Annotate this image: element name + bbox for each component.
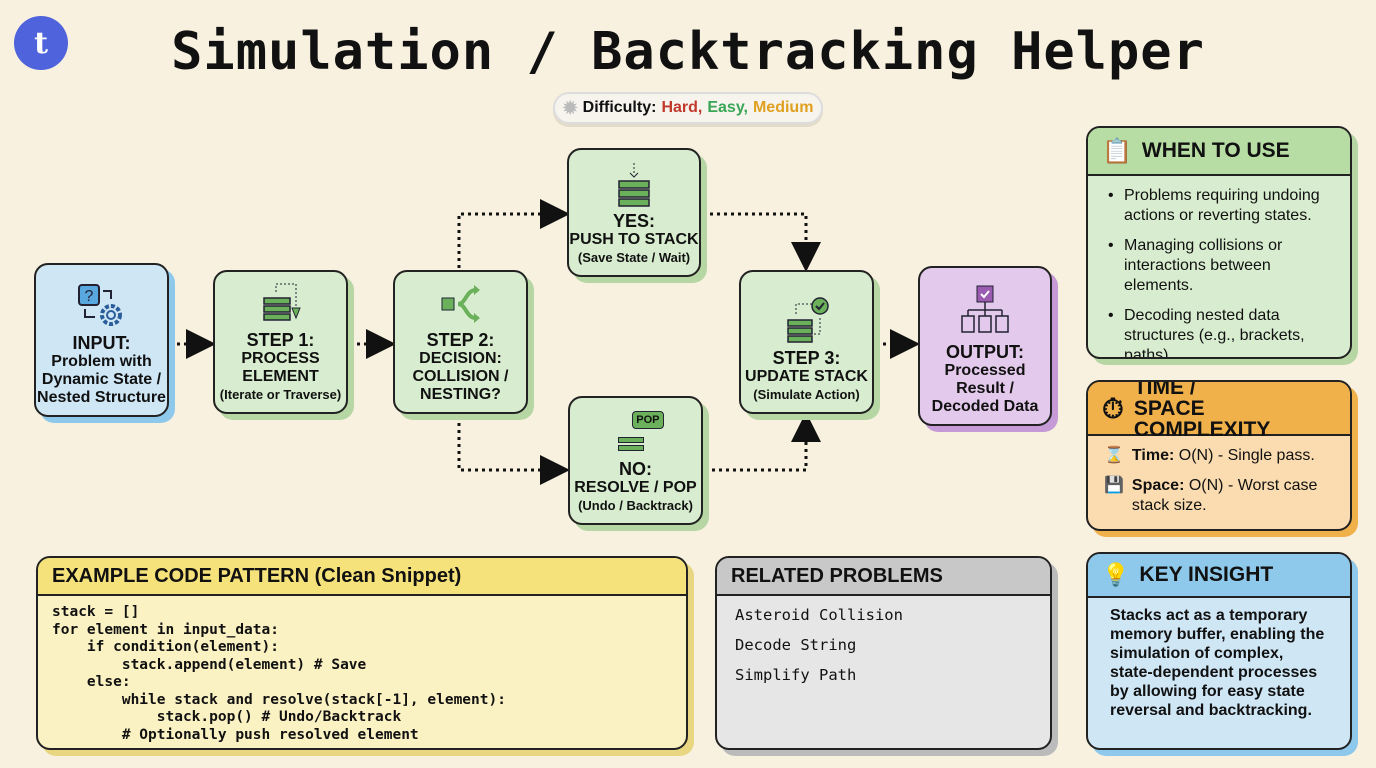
output-sub: Processed Result / Decoded Data (931, 362, 1039, 415)
memory-card-icon: 💾 (1104, 477, 1124, 494)
step2-sub: DECISION: COLLISION / NESTING? (412, 350, 509, 403)
node-input: ? INPUT: Problem with Dynamic State / Ne… (34, 263, 169, 417)
related-problem-link[interactable]: Decode String (735, 636, 857, 654)
step3-sub: UPDATE STACK (745, 368, 868, 385)
output-title: OUTPUT: (946, 342, 1024, 362)
arrow-no-step3 (705, 412, 821, 472)
hierarchy-check-icon (961, 285, 1009, 333)
node-step3: STEP 3: UPDATE STACK (Simulate Action) (739, 270, 874, 414)
insight-text: Stacks act as a temporary memory buffer,… (1110, 607, 1325, 719)
logo: t (14, 16, 68, 70)
when-title: WHEN TO USE (1141, 139, 1290, 162)
step3-title: STEP 3: (772, 348, 841, 368)
time-label: Time: (1131, 447, 1175, 464)
stack-process-icon (262, 283, 301, 321)
related-panel: RELATED PROBLEMS Asteroid Collision Deco… (715, 556, 1052, 750)
code-snippet: stack = [] for element in input_data: if… (52, 604, 506, 743)
question-gear-icon: ? (77, 284, 122, 326)
difficulty-hard: Hard, (661, 99, 703, 116)
difficulty-easy: Easy, (707, 99, 748, 116)
lightbulb-icon: 💡 (1102, 562, 1130, 587)
when-item: Problems requiring undoing actions or re… (1104, 186, 1334, 226)
when-to-use-panel: 📋 WHEN TO USE Problems requiring undoing… (1086, 126, 1352, 359)
no-note: (Undo / Backtrack) (578, 498, 693, 513)
arrow-step2-yes (457, 199, 570, 268)
yes-note: (Save State / Wait) (577, 250, 691, 265)
no-sub: RESOLVE / POP (574, 479, 697, 496)
step1-note: (Iterate or Traverse) (219, 387, 342, 402)
node-output: OUTPUT: Processed Result / Decoded Data (918, 266, 1052, 426)
space-value: O(N) - Worst case stack size. (1131, 477, 1318, 514)
page-title: Simulation / Backtracking Helper (171, 22, 1205, 82)
related-problem-link[interactable]: Asteroid Collision (735, 606, 903, 624)
difficulty-medium: Medium (752, 99, 814, 116)
code-title: EXAMPLE CODE PATTERN (Clean Snippet) (52, 564, 462, 587)
node-yes: YES: PUSH TO STACK (Save State / Wait) (567, 148, 701, 277)
arrow-yes-step3 (703, 212, 821, 272)
time-value: O(N) - Single pass. (1174, 447, 1315, 464)
related-problem-link[interactable]: Simplify Path (735, 666, 857, 684)
node-step1: STEP 1: PROCESS ELEMENT (Iterate or Trav… (213, 270, 348, 414)
key-insight-panel: 💡 KEY INSIGHT Stacks act as a temporary … (1086, 552, 1352, 750)
pop-badge: POP (632, 411, 664, 429)
step3-note: (Simulate Action) (753, 387, 860, 402)
node-step2: STEP 2: DECISION: COLLISION / NESTING? (393, 270, 528, 414)
arrow-step2-no (457, 416, 570, 485)
when-item: Managing collisions or interactions betw… (1104, 236, 1334, 296)
branch-icon (441, 285, 480, 323)
yes-sub: PUSH TO STACK (569, 231, 699, 248)
yes-title: YES: (612, 211, 655, 231)
input-sub: Problem with Dynamic State / Nested Stru… (37, 353, 166, 406)
svg-text:?: ? (84, 288, 93, 305)
no-title: NO: (619, 459, 652, 479)
code-panel: EXAMPLE CODE PATTERN (Clean Snippet) sta… (36, 556, 688, 750)
update-stack-icon (786, 297, 829, 343)
complexity-panel: ⏱ TIME / SPACE COMPLEXITY ⌛ Time: O(N) - … (1086, 380, 1352, 531)
related-title: RELATED PROBLEMS (731, 564, 943, 587)
difficulty-badge: ✹ Difficulty: Hard, Easy, Medium (553, 92, 823, 124)
pop-stack-icon: POP (606, 411, 666, 455)
step1-sub: PROCESS ELEMENT (241, 350, 320, 385)
hourglass-icon: ⌛ (1104, 447, 1124, 464)
input-title: INPUT: (72, 333, 131, 353)
step2-title: STEP 2: (426, 330, 495, 350)
push-stack-icon (618, 163, 650, 207)
stopwatch-icon: ⏱ (1102, 392, 1124, 424)
gear-icon: ✹ (562, 97, 578, 118)
space-label: Space: (1131, 477, 1185, 494)
clipboard-icon: 📋 (1102, 137, 1132, 165)
insight-title: KEY INSIGHT (1139, 563, 1274, 586)
step1-title: STEP 1: (246, 330, 315, 350)
when-item: Decoding nested data structures (e.g., b… (1104, 306, 1334, 357)
difficulty-label: Difficulty: (582, 99, 657, 116)
node-no: POP NO: RESOLVE / POP (Undo / Backtrack) (568, 396, 703, 525)
complexity-title: TIME / SPACE COMPLEXITY (1133, 380, 1271, 441)
